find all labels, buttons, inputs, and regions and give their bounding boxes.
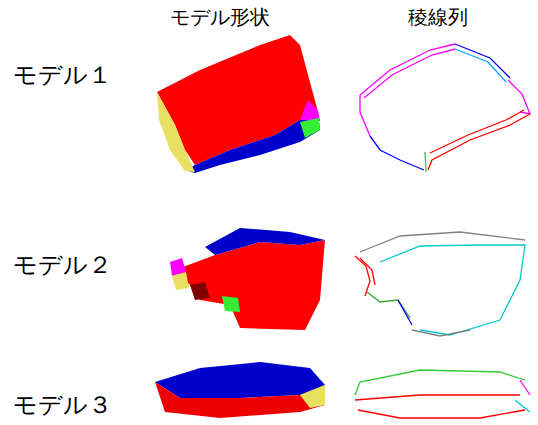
edge-lines-3: [355, 370, 530, 418]
row-label: モデル２: [13, 252, 112, 278]
row-label: モデル３: [13, 392, 112, 418]
model-shape-2: [170, 228, 325, 330]
column-header: モデル形状: [170, 6, 270, 28]
row-label: モデル１: [13, 62, 112, 88]
column-header: 稜線列: [408, 6, 468, 28]
edge-lines-1: [360, 44, 530, 172]
model-shape-3: [155, 362, 325, 418]
edge-lines-2: [355, 232, 525, 336]
model-shape-1: [157, 35, 320, 173]
